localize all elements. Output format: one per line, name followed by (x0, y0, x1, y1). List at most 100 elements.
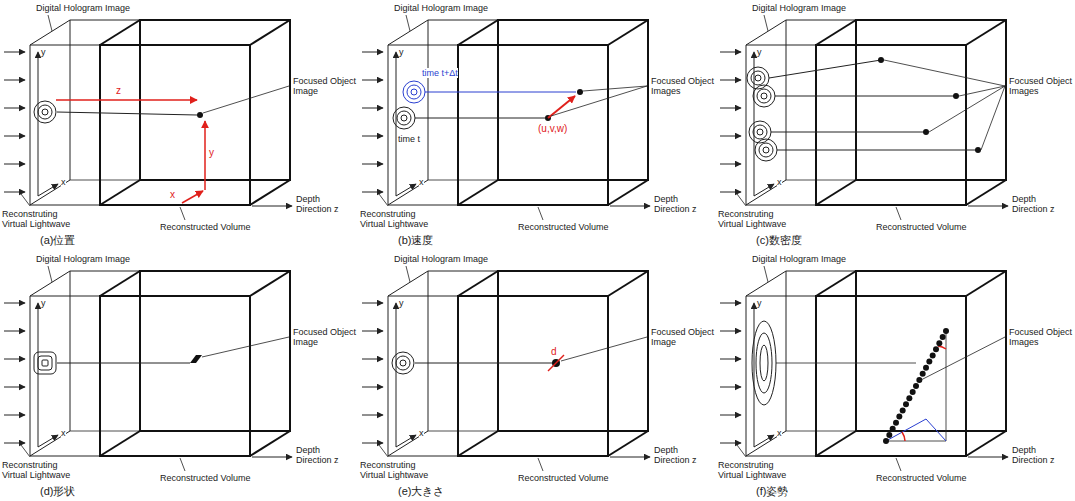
leader-line (981, 86, 1005, 150)
leader-line (21, 445, 30, 457)
leader-line (764, 15, 768, 31)
leader-line (959, 86, 1005, 96)
fringe-ring (756, 333, 772, 393)
light-arrow (4, 192, 25, 193)
fringe-ring (755, 75, 761, 81)
fringe-ring (757, 129, 763, 135)
leader-line (406, 15, 410, 31)
volume-edge (70, 180, 140, 181)
label: Digital Hologram Image (394, 3, 488, 13)
light-arrow (362, 331, 383, 332)
volume-edge (388, 296, 458, 297)
x-axis (396, 184, 416, 196)
volume-edge (388, 205, 458, 206)
object-dot (923, 365, 929, 371)
volume-edge (786, 20, 856, 21)
ray-line (771, 132, 926, 133)
light-arrow (362, 136, 383, 137)
volume-edge (746, 296, 816, 297)
light-arrow (362, 52, 383, 53)
label: Digital Hologram Image (752, 254, 846, 264)
angle-arc (938, 346, 946, 349)
size-mark (548, 355, 564, 371)
velocity-vector (548, 96, 575, 118)
hologram-plane (388, 20, 428, 205)
volume-edge (608, 271, 648, 296)
label: Reconstruting Virtual Lightwave (2, 209, 84, 229)
leader-line (180, 207, 185, 220)
fringe-ring (752, 321, 776, 405)
leader-line (21, 194, 30, 206)
label: Reconstruting Virtual Lightwave (718, 460, 800, 480)
volume-edge (608, 20, 648, 45)
object-dot (933, 346, 939, 352)
plane-line (946, 331, 947, 441)
label: Depth Direction z (1012, 445, 1068, 465)
y-axis (754, 303, 755, 447)
fringe-ring (747, 67, 769, 89)
label: Depth Direction z (654, 445, 710, 465)
fringe-ring (755, 139, 777, 161)
y-axis (396, 52, 397, 196)
label: Reconstructed Volume (518, 473, 609, 483)
volume-edge (100, 180, 140, 205)
z-measure (56, 99, 197, 101)
volume-edge (966, 20, 1006, 45)
label: Digital Hologram Image (36, 254, 130, 264)
object-dot (893, 420, 899, 426)
fringe-ring (38, 105, 52, 119)
leader-line (896, 458, 901, 471)
z-axis (610, 457, 650, 458)
fringe-ring (761, 93, 767, 99)
label: y (757, 47, 762, 57)
label: Reconstruting Virtual Lightwave (2, 460, 84, 480)
light-arrow (4, 387, 25, 388)
label: y (757, 298, 762, 308)
panel-caption: (c)数密度 (756, 234, 802, 247)
x-axis (754, 435, 774, 447)
volume-edge (428, 271, 498, 272)
object-dot (975, 147, 981, 153)
label: x (777, 177, 782, 187)
volume-edge (428, 20, 498, 21)
label: Focused Object Images (1009, 327, 1073, 347)
panel-caption: (b)速度 (398, 234, 433, 247)
light-arrow (4, 164, 25, 165)
label: Depth Direction z (1012, 194, 1068, 214)
fringe-ring (397, 111, 411, 125)
volume-edge (428, 431, 498, 432)
label: y (41, 298, 46, 308)
z-axis (610, 206, 650, 207)
y-axis (396, 303, 397, 447)
leader-line (884, 60, 1005, 86)
volume-edge (100, 271, 140, 296)
volume-edge (428, 180, 498, 181)
fringe-ring (751, 71, 765, 85)
label: Reconstructed Volume (876, 473, 967, 483)
object-dot (920, 371, 926, 377)
hologram-plane (746, 271, 786, 456)
volume-edge (250, 180, 290, 205)
object-dot (886, 432, 892, 438)
volume-edge (30, 45, 100, 46)
leader-line (202, 337, 289, 357)
volume-back (140, 271, 290, 431)
light-arrow (720, 303, 741, 304)
leader-line (737, 194, 746, 206)
volume-back (498, 20, 648, 180)
fringe-ring (392, 352, 414, 374)
label: Reconstruting Virtual Lightwave (360, 209, 442, 229)
leader-line (203, 86, 289, 113)
y-axis (38, 303, 39, 447)
fringe-ring (38, 356, 52, 370)
volume-edge (100, 431, 140, 456)
z-axis (252, 206, 292, 207)
label: x (170, 190, 175, 200)
label: (u,v,w) (538, 124, 567, 134)
volume-edge (458, 20, 498, 45)
label: y (399, 47, 404, 57)
volume-edge (100, 20, 140, 45)
panel-caption: (a)位置 (40, 234, 75, 247)
light-arrow (362, 80, 383, 81)
ray-line (415, 118, 545, 119)
